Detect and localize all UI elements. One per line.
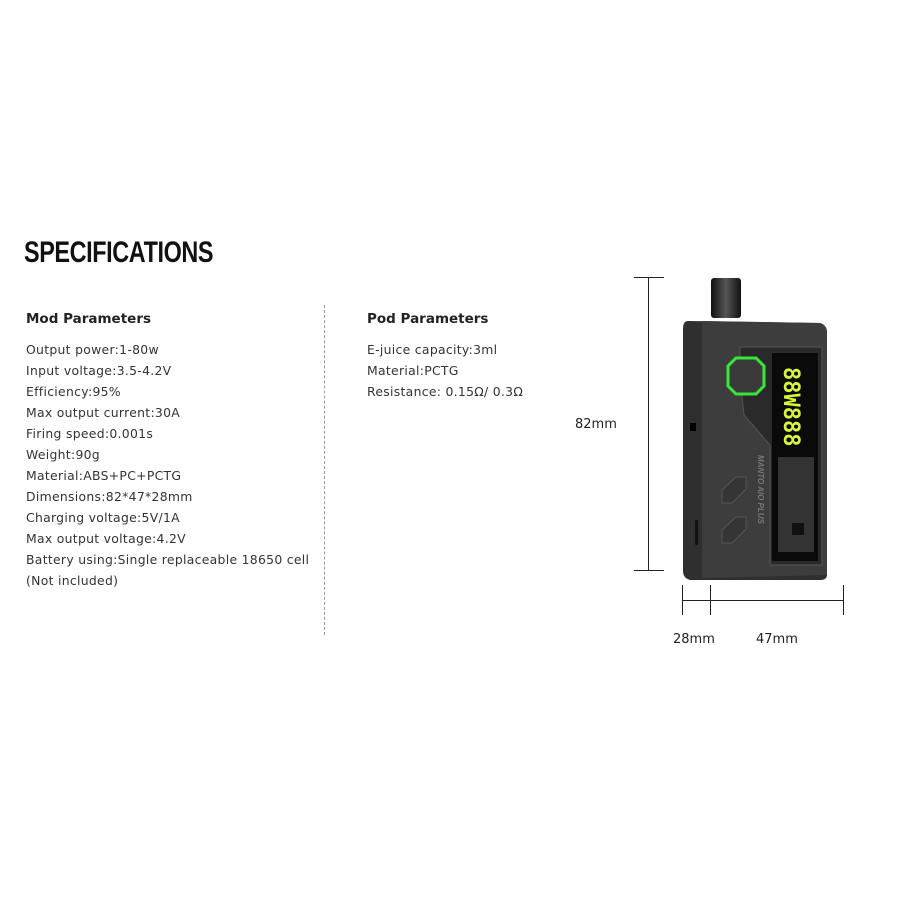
spec-item: Resistance: 0.15Ω/ 0.3Ω [367, 384, 524, 399]
spec-item: Weight:90g [26, 447, 100, 462]
dimension-tick [634, 277, 664, 278]
spec-item: Max output current:30A [26, 405, 181, 420]
circuit-board [778, 457, 814, 552]
usb-port [695, 520, 698, 545]
spec-item: (Not included) [26, 573, 119, 588]
mouthpiece [711, 278, 741, 318]
spec-item: Dimensions:82*47*28mm [26, 489, 193, 504]
spec-item: Material:PCTG [367, 363, 459, 378]
width-label: 47mm [756, 632, 798, 647]
dimension-tick [843, 585, 844, 615]
column-divider [324, 305, 325, 635]
spec-item: Charging voltage:5V/1A [26, 510, 180, 525]
mod-heading: Mod Parameters [26, 311, 152, 327]
pod-heading: Pod Parameters [367, 311, 489, 327]
depth-label: 28mm [673, 632, 715, 647]
pod-parameters: Pod Parameters E-juice capacity:3ml Mate… [367, 311, 523, 402]
height-dimension-line [648, 277, 649, 571]
device-image: 88W888 MANTO AIO PLUS [683, 278, 827, 580]
brand-text: MANTO AIO PLUS [756, 455, 765, 525]
spec-item: Battery using:Single replaceable 18650 c… [26, 552, 310, 567]
spec-item: Output power:1-80w [26, 342, 159, 357]
mod-parameters: Mod Parameters Output power:1-80w Input … [26, 311, 309, 591]
spec-item: Firing speed:0.001s [26, 426, 154, 441]
dimension-tick [634, 570, 664, 571]
spec-item: Material:ABS+PC+PCTG [26, 468, 182, 483]
side-port [690, 423, 696, 431]
width-dimension-line [682, 600, 844, 601]
up-button [721, 476, 747, 504]
spec-item: Efficiency:95% [26, 384, 121, 399]
spec-item: Input voltage:3.5-4.2V [26, 363, 172, 378]
screen-readout: 88W888 [778, 367, 803, 446]
dimension-tick [682, 585, 683, 615]
dimension-tick [710, 585, 711, 615]
spec-item: Max output voltage:4.2V [26, 531, 186, 546]
spec-item: E-juice capacity:3ml [367, 342, 498, 357]
fire-button [726, 356, 766, 396]
page-title: SPECIFICATIONS [24, 236, 214, 269]
height-label: 82mm [575, 417, 617, 432]
down-button [721, 516, 747, 544]
